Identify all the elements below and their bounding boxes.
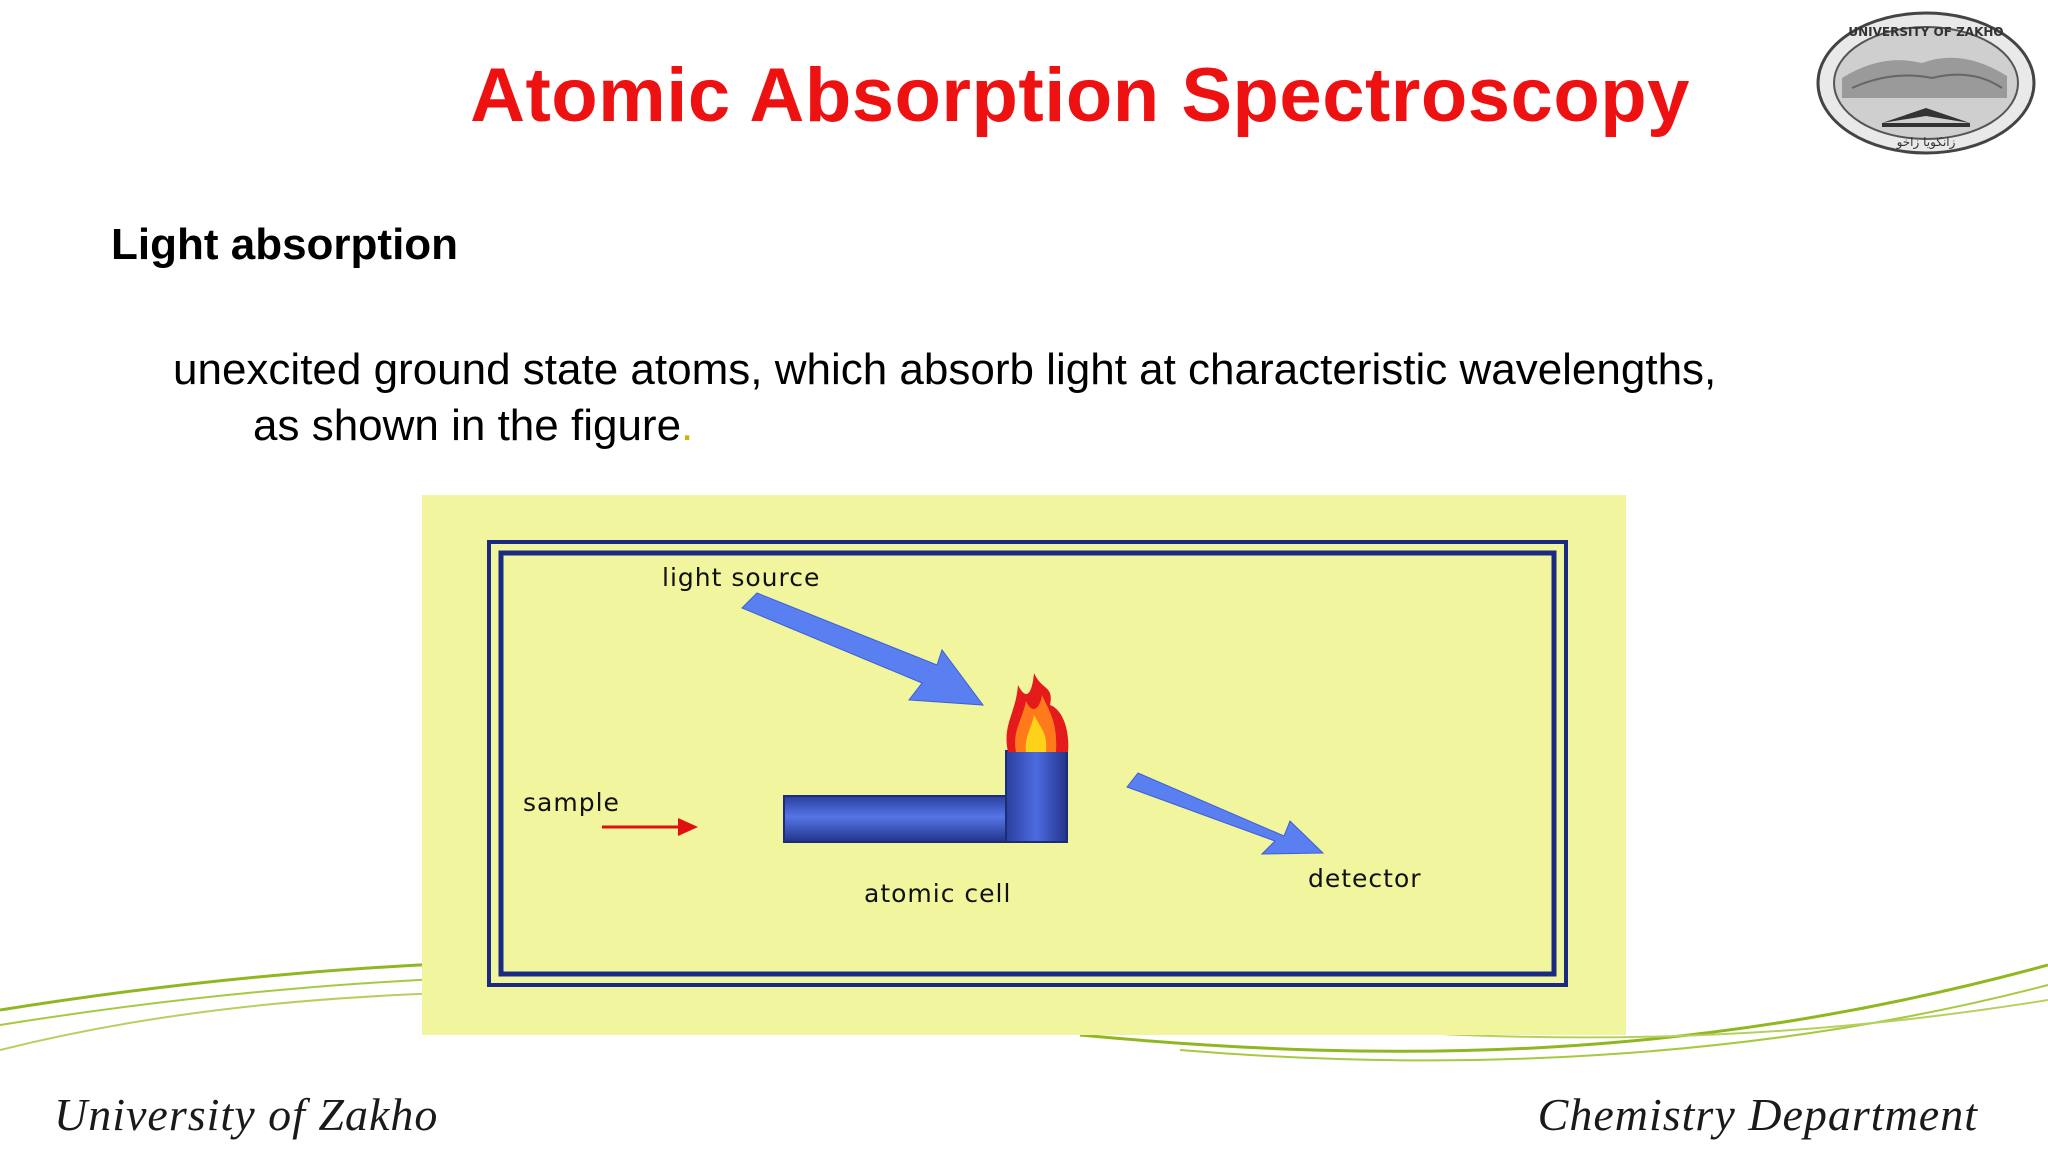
label-atomic-cell: atomic cell [864, 879, 1011, 908]
aas-diagram: light source sample atomic cell detector [422, 495, 1626, 1035]
section-heading: Light absorption [111, 220, 459, 269]
footer-department: Chemistry Department [1537, 1089, 1978, 1140]
logo-bottom-text: زانكويا زاخو [1896, 135, 1956, 150]
body-line-2-wrap: as shown in the figure. [173, 398, 1893, 454]
label-sample: sample [523, 788, 620, 817]
university-logo: UNIVERSITY OF ZAKHO زانكويا زاخو [1816, 11, 2036, 155]
flame-icon [1006, 673, 1069, 752]
atomic-cell-icon [783, 750, 1068, 843]
body-line-2: as shown in the figure [253, 401, 682, 450]
footer-university: University of Zakho [54, 1089, 439, 1140]
slide-title: Atomic Absorption Spectroscopy [470, 53, 1690, 138]
body-punct: . [681, 401, 694, 450]
body-paragraph: unexcited ground state atoms, which abso… [173, 342, 1893, 454]
sample-arrow [602, 818, 698, 836]
detector-arrow [1126, 772, 1325, 855]
label-detector: detector [1308, 864, 1422, 893]
light-source-arrow [741, 592, 985, 706]
logo-top-text: UNIVERSITY OF ZAKHO [1848, 25, 2003, 39]
label-light-source: light source [662, 563, 820, 592]
diagram-frame-inner [498, 550, 1557, 977]
body-line-1: unexcited ground state atoms, which abso… [173, 345, 1717, 394]
diagram-frame-outer [487, 540, 1568, 987]
